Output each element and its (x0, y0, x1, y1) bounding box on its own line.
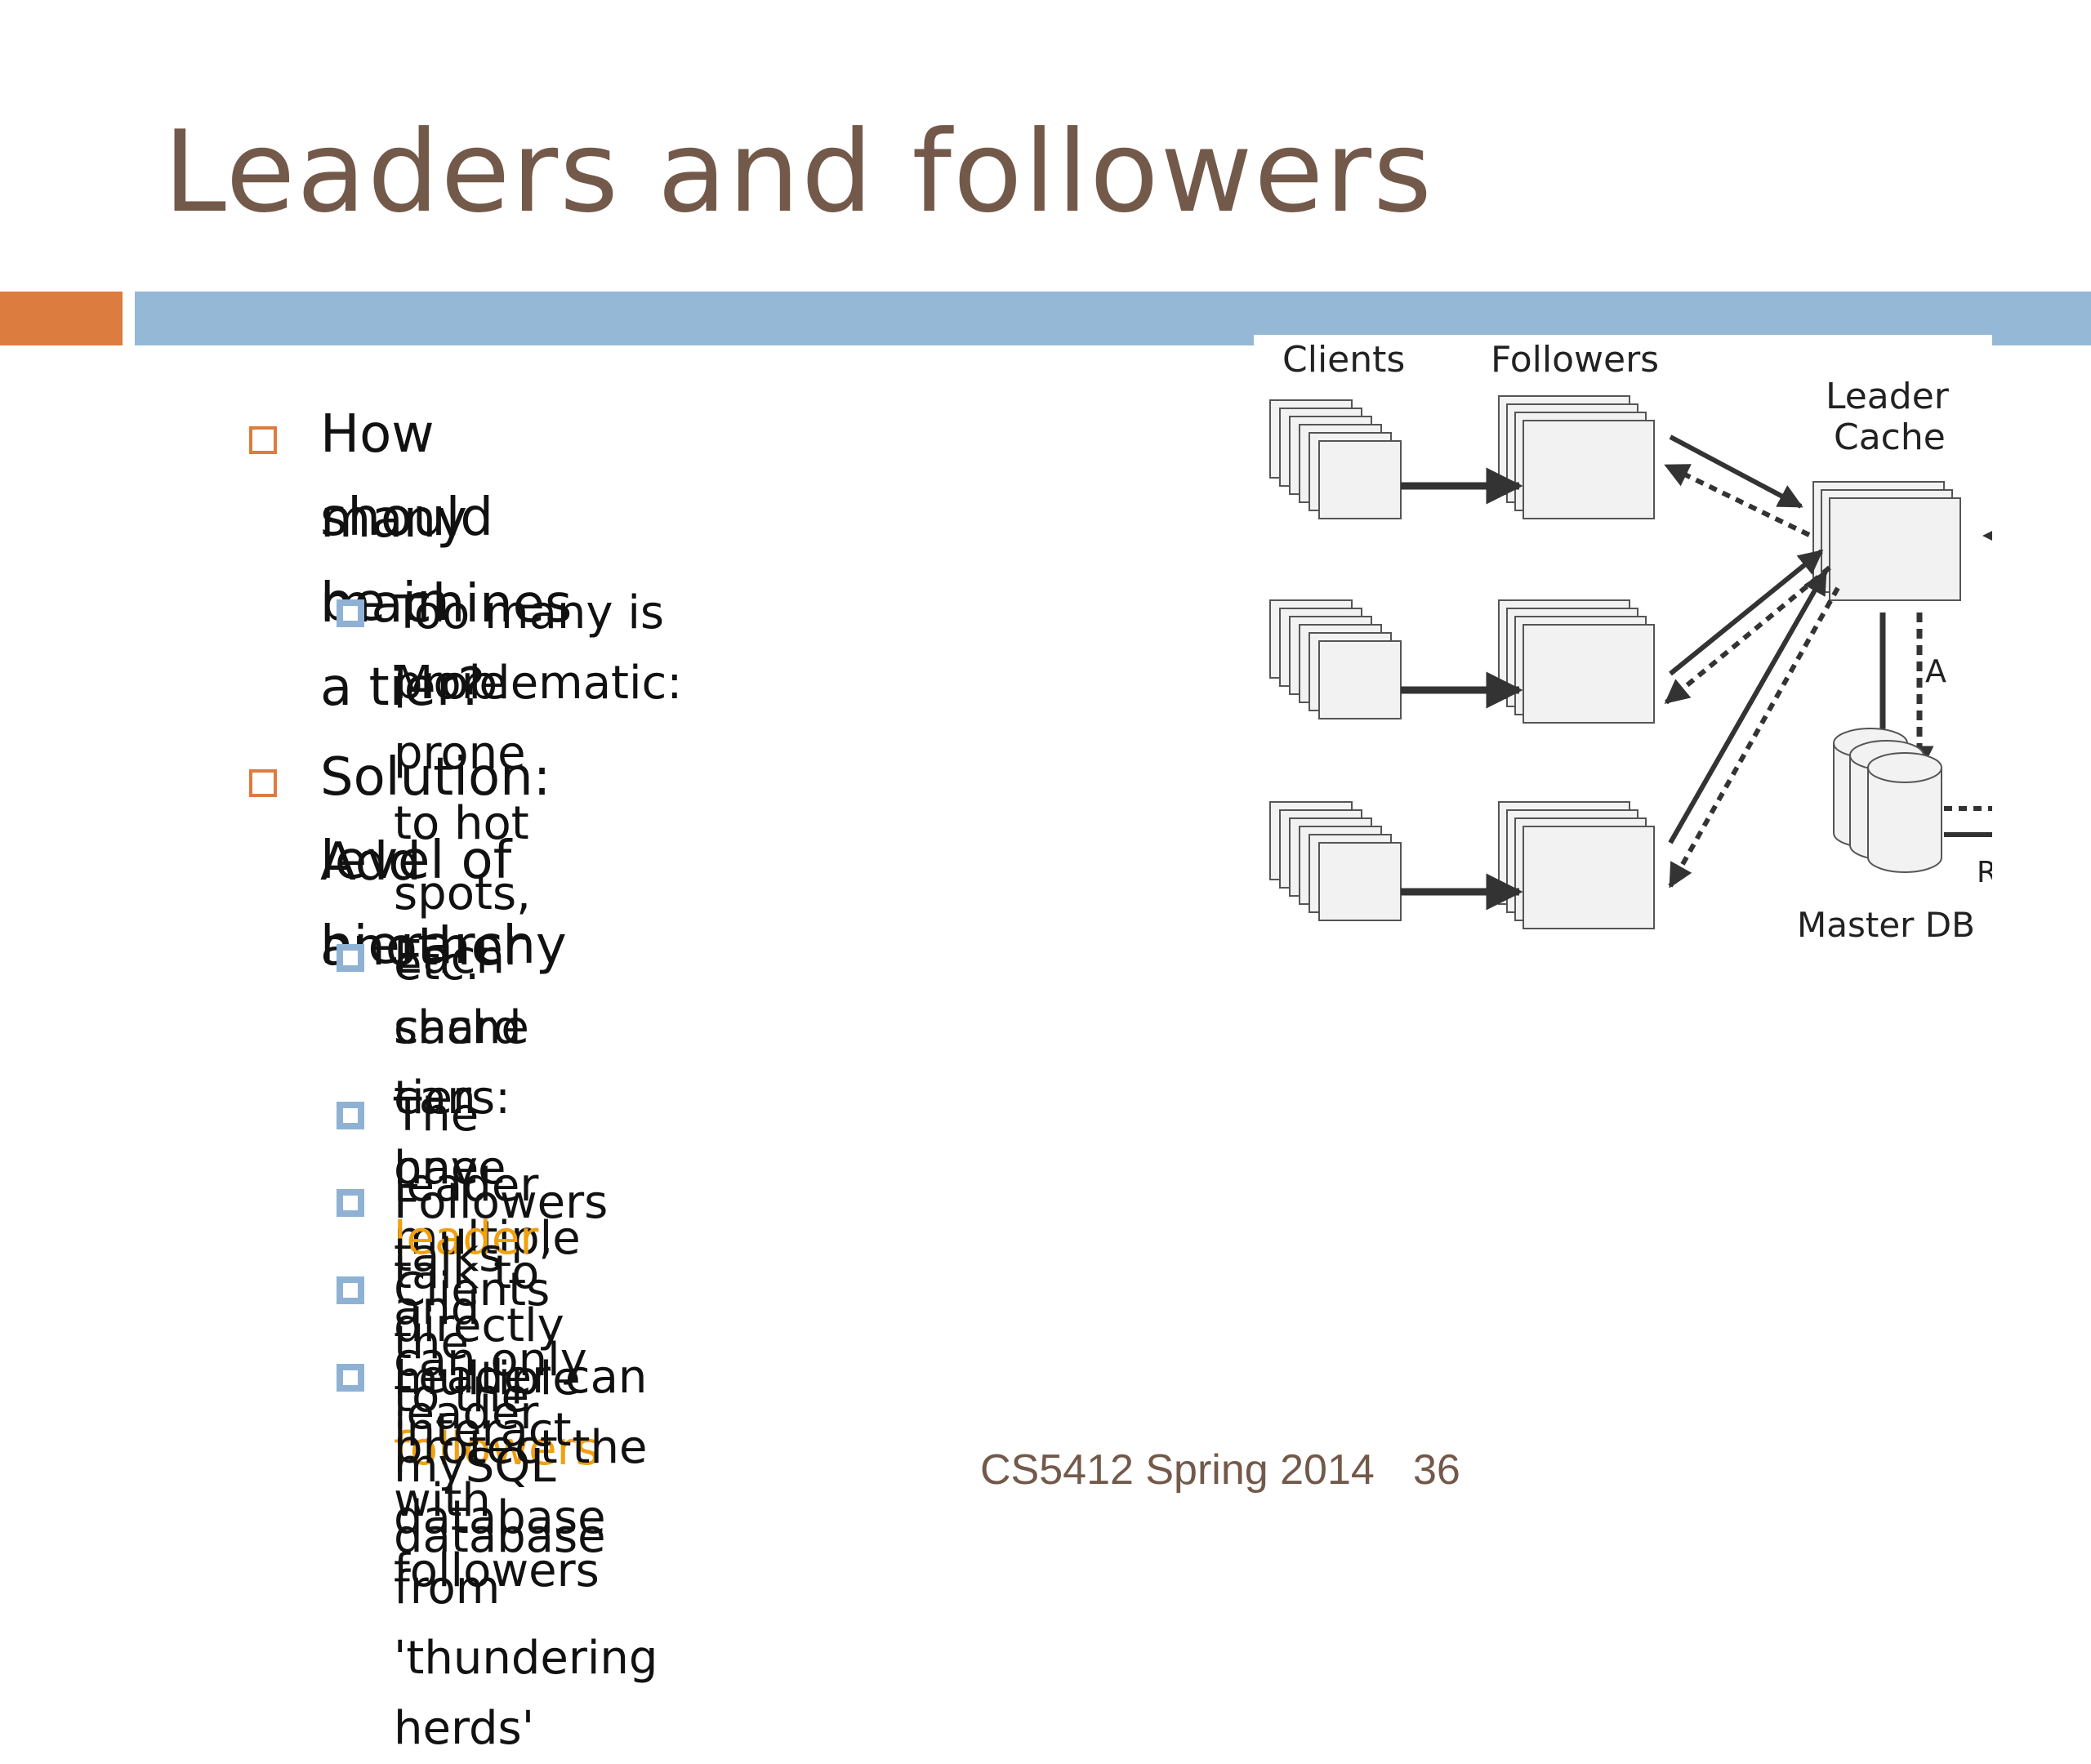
partial-arrowhead-icon (1982, 531, 1992, 541)
page-number: 36 (1413, 1446, 1460, 1494)
client-to-follower-arrows (1401, 467, 1523, 911)
client-stack-row-2 (1269, 599, 1402, 719)
leader-label: Leader (1826, 376, 1950, 417)
follower-stack-row-2 (1498, 599, 1655, 724)
master-db-label: Master DB (1797, 905, 1975, 945)
client-stack-row-3 (1269, 801, 1402, 921)
sub-bullet-line: Too many is problematic: (394, 586, 683, 710)
square-sub-bullet-icon (337, 944, 364, 972)
square-bullet-icon (249, 426, 277, 454)
sub-bullet-line: Each shard can have multiple (394, 931, 581, 1265)
footer-course: CS5412 Spring 2014 (980, 1446, 1375, 1494)
leader-follower-diagram: Clients Followers Leader Cache (1254, 335, 1992, 960)
square-sub-bullet-icon (337, 1364, 364, 1392)
square-sub-bullet-icon (337, 1189, 364, 1217)
highlight-followers: followers (394, 1423, 600, 1476)
arrow-label-a: A (1925, 653, 1946, 689)
client-stack-row-1 (1269, 399, 1402, 519)
page-title: Leaders and followers (163, 106, 1433, 238)
follower-stack-row-3 (1498, 801, 1655, 929)
title-accent-bar (0, 292, 123, 345)
clients-label: Clients (1282, 339, 1405, 381)
follower-stack-row-1 (1498, 395, 1655, 519)
square-sub-bullet-icon (337, 1102, 364, 1129)
followers-label: Followers (1491, 339, 1659, 381)
cache-label: Cache (1834, 416, 1946, 458)
sub-bullet-line: Followers talk to the leader (394, 1176, 609, 1440)
sub-bullet-line: cache tiers: one leader, and multiple fo… (394, 1001, 600, 1476)
master-db-cylinders (1833, 728, 1942, 873)
follower-to-leader-arrows (1668, 434, 1828, 844)
square-bullet-icon (249, 769, 277, 797)
external-db-arrows (1944, 806, 1992, 837)
leader-cache-stack (1812, 481, 1961, 601)
leader-to-follower-dashed-arrows (1664, 463, 1840, 889)
sub-bullet-line: Leader can protect the database from 'th… (394, 1351, 658, 1755)
sub-bullet-line: The leader talks directly to the mySQL d… (394, 1089, 606, 1563)
arrow-label-r: R (1977, 856, 1992, 889)
square-sub-bullet-icon (337, 599, 364, 627)
square-sub-bullet-icon (337, 1276, 364, 1304)
bullet-line: level of hierarchy (320, 831, 567, 976)
sub-bullet-line: More prone to hot spots, etc. (394, 657, 531, 991)
highlight-leader: leader (394, 1212, 539, 1265)
